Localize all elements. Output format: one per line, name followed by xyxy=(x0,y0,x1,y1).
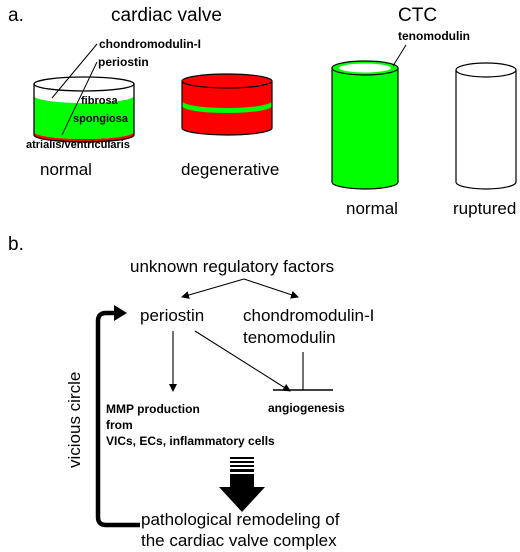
normal-top-ellipse xyxy=(33,76,135,92)
ctc-ruptured-cylinder xyxy=(455,62,517,190)
annotation-line-tenomodulin xyxy=(392,44,407,67)
ctc-title: CTC xyxy=(398,5,437,26)
arrow-stripe xyxy=(230,461,254,463)
node-tenomodulin: tenomodulin xyxy=(243,328,336,347)
annotation-periostin: periostin xyxy=(98,55,149,69)
ctc-ruptured-body xyxy=(455,70,517,190)
cardiac-valve-title: cardiac valve xyxy=(111,5,222,26)
annotation-line-chondromodulin xyxy=(51,43,98,99)
degenerative-top-ellipse xyxy=(181,73,273,89)
arrow-stripe xyxy=(230,469,254,472)
pathological-line-2: the cardiac valve complex xyxy=(141,531,337,550)
atrialis-ventricularis-label: atrialis/ventricularis xyxy=(26,139,130,151)
vicious-circle-loop xyxy=(95,310,140,528)
mmp-line-2: from xyxy=(106,418,133,432)
ctc-normal-cylinder xyxy=(331,60,399,190)
ctc-ruptured-top xyxy=(455,62,517,78)
node-chondromodulin: chondromodulin-I xyxy=(243,306,374,325)
arrow-to-chondromodulin xyxy=(243,278,299,299)
annotation-chondromodulin: chondromodulin-I xyxy=(99,37,201,51)
normal-green-layer xyxy=(34,96,134,139)
arrow-stripe xyxy=(230,465,254,467)
degenerative-outline xyxy=(181,81,273,136)
normal-red-layer xyxy=(34,132,134,142)
ctc-normal-body xyxy=(331,67,399,190)
ctc-normal-top-inner xyxy=(339,63,391,73)
ctc-normal-caption: normal xyxy=(346,199,398,218)
panel-a: a. cardiac valve CTC fibrosa spongiosa a… xyxy=(8,5,517,218)
node-periostin: periostin xyxy=(140,306,204,325)
valve-normal-caption: normal xyxy=(40,160,92,179)
normal-outline xyxy=(33,84,135,143)
annotation-line-periostin xyxy=(61,61,98,136)
valve-degenerative-cylinder xyxy=(181,73,273,136)
valve-degenerative-caption: degenerative xyxy=(181,160,279,179)
angiogenesis-label: angiogenesis xyxy=(268,401,345,415)
panel-a-label: a. xyxy=(8,5,24,26)
fibrosa-label: fibrosa xyxy=(81,95,119,107)
panel-b-label: b. xyxy=(8,234,24,255)
unknown-regulatory-factors: unknown regulatory factors xyxy=(130,257,334,276)
thick-down-arrow xyxy=(219,457,265,512)
arrow-to-periostin xyxy=(181,278,245,299)
pathological-line-1: pathological remodeling of xyxy=(141,510,340,529)
ctc-ruptured-caption: ruptured xyxy=(453,199,516,218)
mmp-line-1: MMP production xyxy=(106,402,200,416)
arrow-head xyxy=(219,487,265,512)
valve-normal-cylinder xyxy=(33,76,135,143)
annotation-tenomodulin: tenomodulin xyxy=(398,29,470,43)
vicious-circle-arrowhead xyxy=(114,305,127,321)
degenerative-green-band xyxy=(182,101,272,113)
panel-b: b. unknown regulatory factors periostin … xyxy=(8,234,374,550)
spongiosa-label: spongiosa xyxy=(73,113,129,125)
arrow-shaft xyxy=(230,474,254,487)
mmp-line-3: VICs, ECs, inflammatory cells xyxy=(106,434,275,448)
vicious-circle-label: vicious circle xyxy=(65,372,84,468)
arrow-stripe xyxy=(230,457,254,459)
arrow-periostin-to-angiogenesis xyxy=(194,330,291,392)
